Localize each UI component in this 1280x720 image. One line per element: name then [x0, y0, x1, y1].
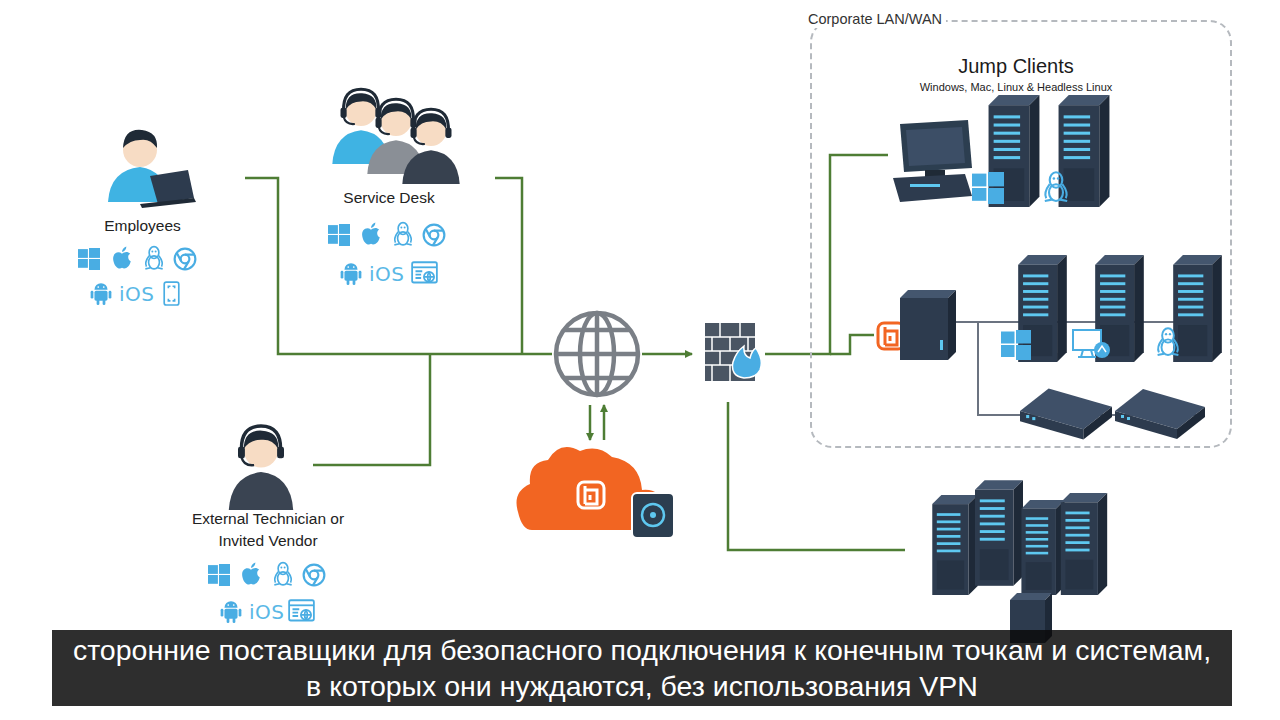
server — [1173, 255, 1222, 362]
remote-desktop-icon — [1073, 330, 1110, 358]
actor-node: External Technician or Invited Vendor — [190, 508, 346, 554]
subtitle-text: сторонние поставщики для безопасного под… — [62, 632, 1222, 704]
network-appliance — [1115, 389, 1205, 439]
employee-figure — [108, 130, 196, 208]
server — [932, 495, 977, 595]
node-title: Service Desk — [300, 187, 478, 209]
technician-figure — [229, 426, 293, 510]
actor-node: Employees — [55, 215, 230, 241]
server — [1061, 493, 1107, 595]
actor-node: Service Desk — [300, 187, 478, 213]
workstation — [893, 120, 972, 202]
os-label: iOS — [249, 601, 285, 623]
os-icons — [208, 563, 324, 623]
linux-icon — [1158, 328, 1179, 355]
server — [1095, 255, 1144, 362]
node-title: External Technician or Invited Vendor — [190, 508, 346, 552]
network-zone: Corporate LAN/WANJump ClientsWindows, Ma… — [810, 20, 1232, 448]
firewall — [705, 323, 761, 381]
cloud-service — [517, 447, 675, 538]
device-group: Jump ClientsWindows, Mac, Linux & Headle… — [885, 54, 1147, 98]
os-icons — [328, 223, 444, 285]
jumpoint-tower — [900, 290, 956, 360]
network-appliance — [1020, 388, 1112, 439]
server — [975, 480, 1023, 586]
server — [1021, 500, 1064, 595]
windows-icon — [1001, 330, 1031, 360]
os-icons — [78, 247, 195, 305]
service-desk-figures — [332, 89, 459, 184]
node-title: Corporate LAN/WAN — [804, 10, 946, 28]
os-label: iOS — [369, 263, 405, 285]
windows-icon — [972, 172, 1004, 204]
linux-icon — [1045, 172, 1067, 201]
internet-globe — [556, 313, 638, 395]
os-label: iOS — [119, 283, 155, 305]
node-subtitle: Windows, Mac, Linux & Headless Linux — [885, 80, 1147, 94]
subtitle-bar: сторонние поставщики для безопасного под… — [52, 630, 1232, 706]
node-title: Jump Clients — [885, 54, 1147, 78]
node-title: Employees — [55, 215, 230, 237]
network-wire — [245, 155, 905, 550]
